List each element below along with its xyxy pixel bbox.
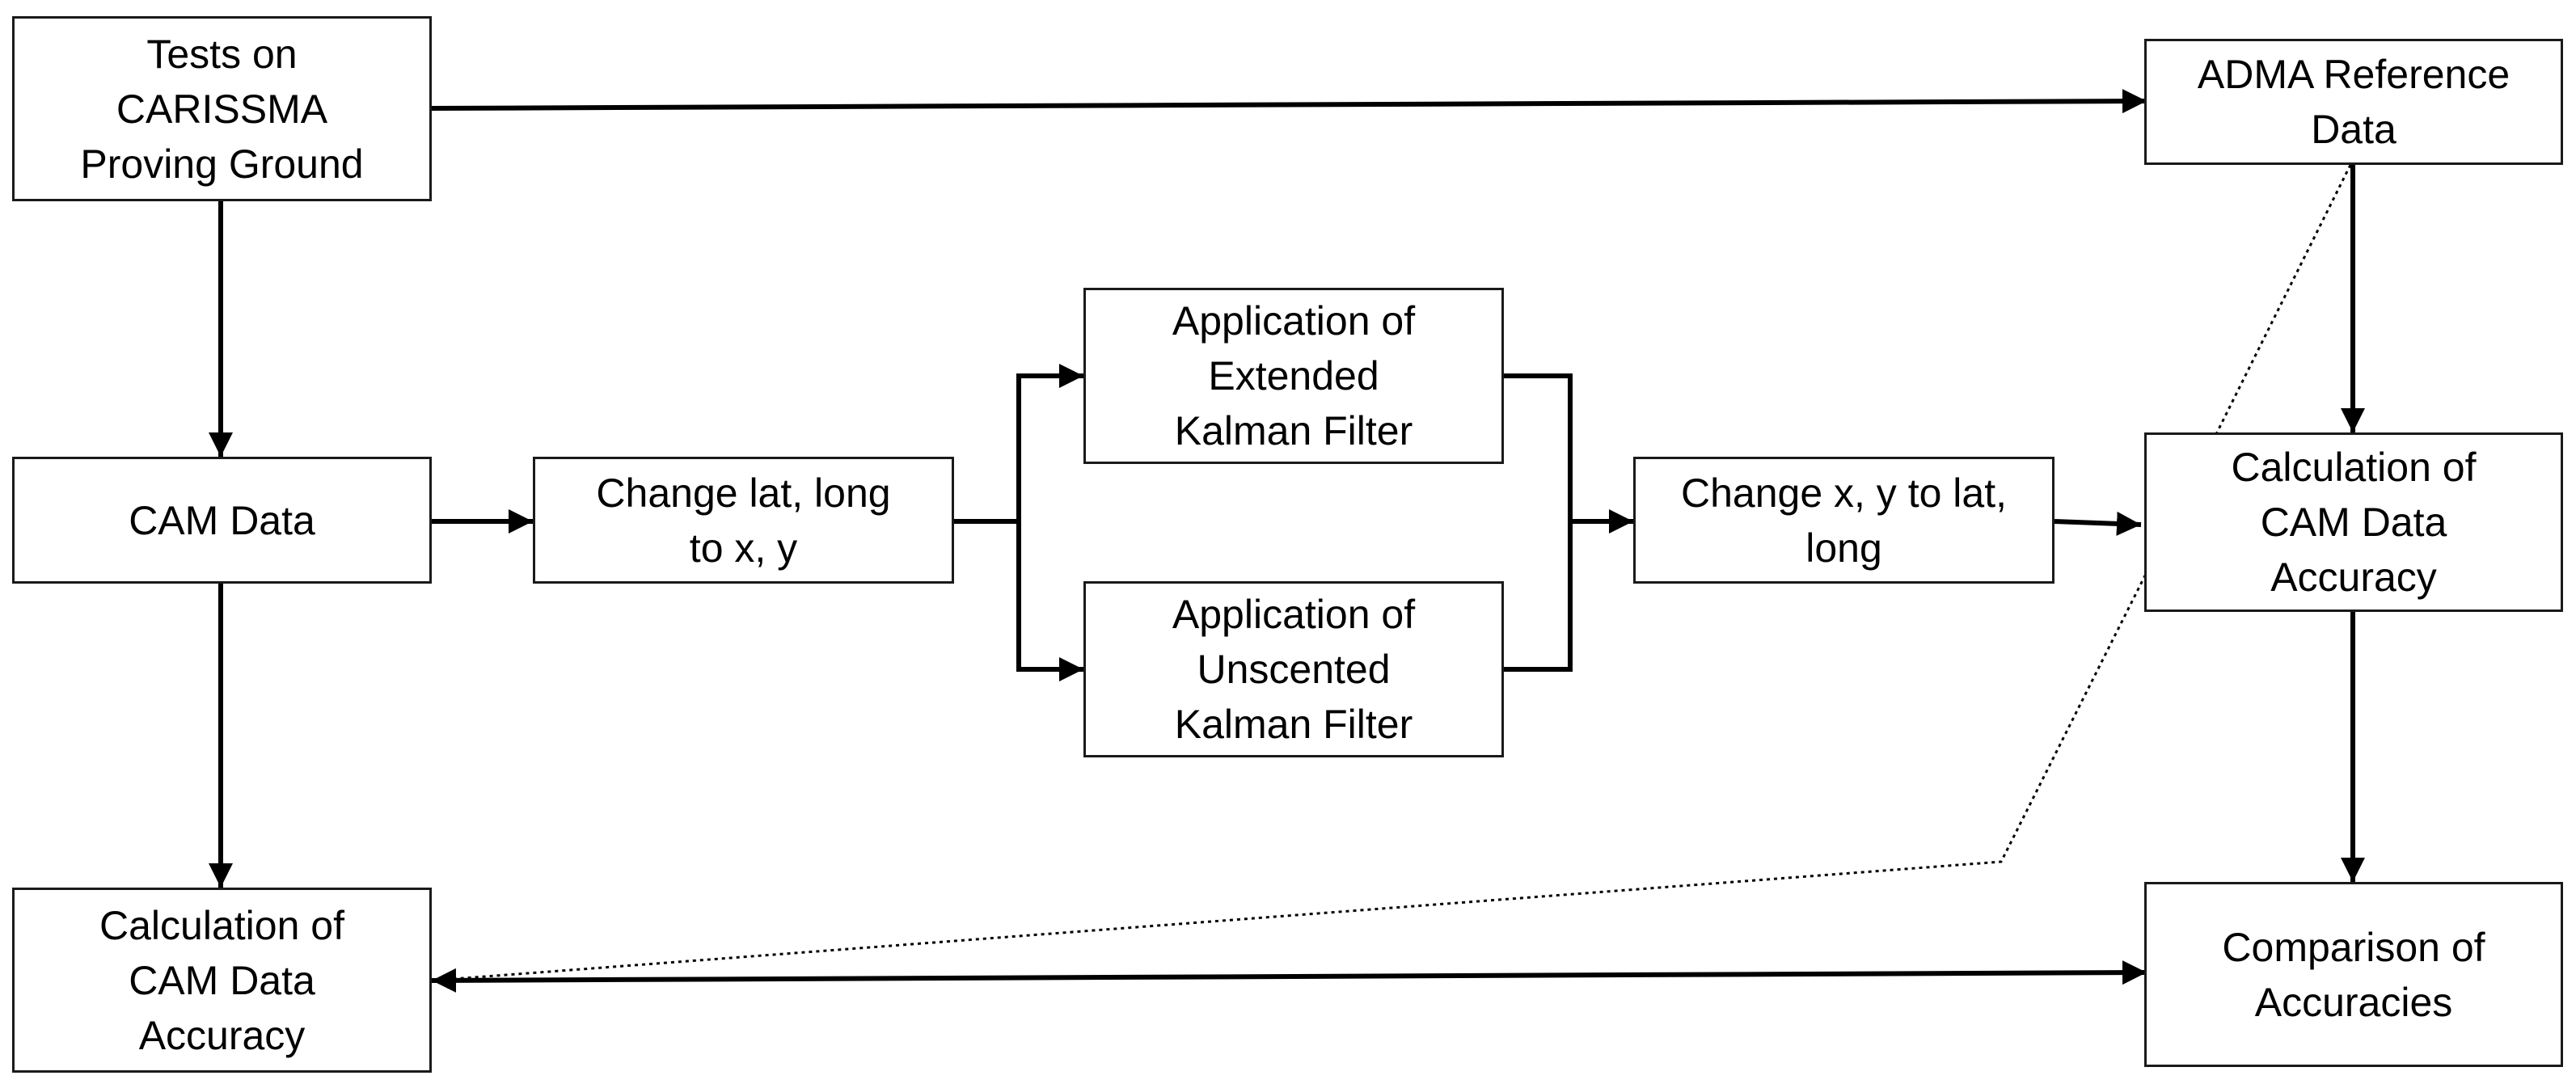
edge-change-latlong-to-ukf: [1016, 521, 1083, 681]
edge-ukf-to-change-xy: [1504, 509, 1633, 672]
node-unscented-kalman-filter: Application of Unscented Kalman Filter: [1083, 581, 1504, 757]
node-calculation-cam-accuracy-right: Calculation of CAM Data Accuracy: [2144, 432, 2563, 612]
edge-calc-left-to-comparison: [431, 960, 2147, 993]
node-label: Tests on CARISSMA Proving Ground: [80, 31, 364, 187]
node-label: Change lat, long to x, y: [596, 470, 891, 571]
node-comparison-of-accuracies: Comparison of Accuracies: [2144, 882, 2563, 1067]
node-tests-on-proving-ground: Tests on CARISSMA Proving Ground: [12, 16, 432, 201]
node-label: Calculation of CAM Data Accuracy: [2231, 445, 2477, 600]
node-change-xy-to-latlong: Change x, y to lat, long: [1633, 457, 2054, 584]
edge-change-latlong-to-ekf: [954, 364, 1083, 524]
node-label: Comparison of Accuracies: [2222, 924, 2485, 1025]
edge-change-xy-to-calc-right: [2054, 511, 2142, 536]
node-adma-reference-data: ADMA Reference Data: [2144, 39, 2563, 165]
node-label: Application of Extended Kalman Filter: [1172, 298, 1416, 453]
node-label: ADMA Reference Data: [2197, 52, 2511, 152]
node-change-latlong-to-xy: Change lat, long to x, y: [533, 457, 954, 584]
node-calculation-cam-accuracy-left: Calculation of CAM Data Accuracy: [12, 888, 432, 1073]
node-label: Calculation of CAM Data Accuracy: [99, 902, 344, 1058]
node-label: Change x, y to lat, long: [1680, 470, 2007, 571]
node-label: Application of Unscented Kalman Filter: [1172, 592, 1416, 747]
node-cam-data: CAM Data: [12, 457, 432, 584]
edge-tests-to-adma: [431, 89, 2147, 114]
node-extended-kalman-filter: Application of Extended Kalman Filter: [1083, 288, 1504, 464]
node-label: CAM Data: [129, 497, 315, 543]
edge-ekf-to-change-xy: [1504, 373, 1573, 521]
